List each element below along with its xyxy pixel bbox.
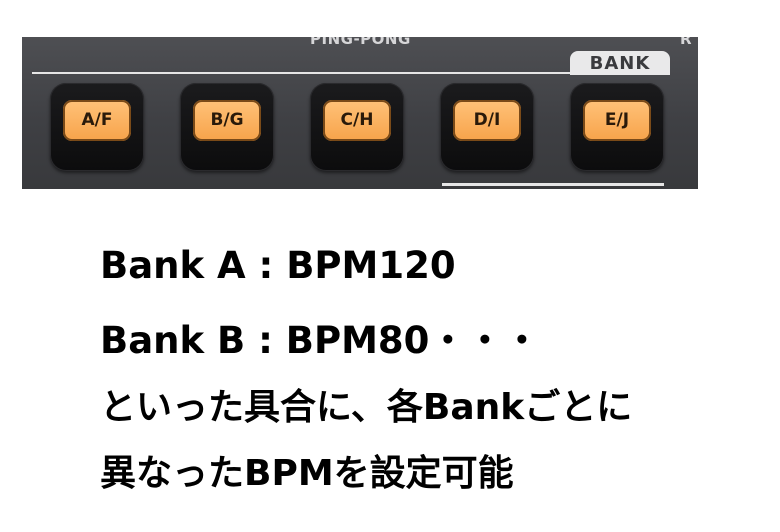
section-divider-line xyxy=(32,72,612,74)
pad-label: C/H xyxy=(323,100,391,141)
cutoff-label: R xyxy=(680,37,692,48)
pad-button-b-g[interactable]: B/G xyxy=(180,83,274,171)
pad-button-c-h[interactable]: C/H xyxy=(310,83,404,171)
caption-line-1: Bank A : BPM120 xyxy=(100,244,456,287)
pad-label: E/J xyxy=(583,100,651,141)
caption-line-4: 異なったBPMを設定可能 xyxy=(100,453,514,494)
bank-bracket-line xyxy=(442,183,664,186)
caption-line-2: Bank B : BPM80・・・ xyxy=(100,319,541,362)
bank-label: BANK xyxy=(570,51,670,75)
pad-button-d-i[interactable]: D/I xyxy=(440,83,534,171)
pad-button-e-j[interactable]: E/J xyxy=(570,83,664,171)
ping-pong-label: PING-PONG xyxy=(310,37,411,48)
pad-label: B/G xyxy=(193,100,261,141)
pad-button-a-f[interactable]: A/F xyxy=(50,83,144,171)
device-panel: PING-PONG R BANK A/F B/G C/H D/I E/J xyxy=(22,37,698,189)
caption-line-3: といった具合に、各Bankごとに xyxy=(100,387,633,428)
pad-label: D/I xyxy=(453,100,521,141)
pad-label: A/F xyxy=(63,100,131,141)
